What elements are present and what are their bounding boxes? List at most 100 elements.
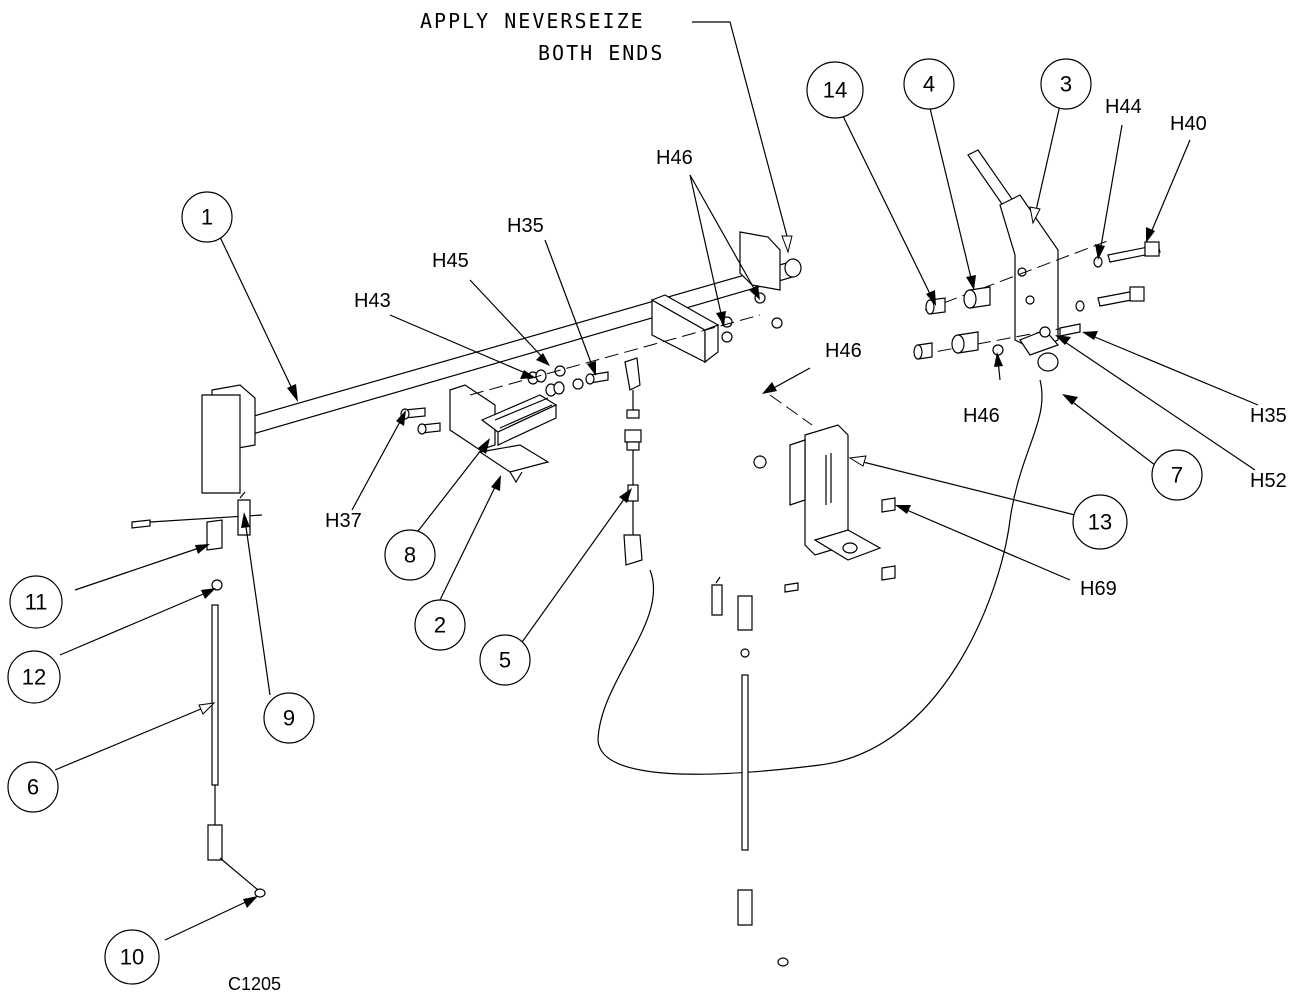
leader-14-arrow: [926, 290, 936, 306]
label-h46-mid: H46: [825, 340, 862, 362]
label-h69: H69: [1080, 578, 1117, 600]
balloon-12-label: 12: [22, 665, 46, 690]
leader-h37-arrow: [396, 410, 406, 426]
label-h40: H40: [1170, 113, 1207, 135]
leader-14: [839, 109, 933, 299]
balloon-4-label: 4: [923, 72, 935, 97]
leader-h46b: [769, 367, 811, 391]
leader-11: [74, 546, 203, 591]
leader-3-arrow: [1029, 206, 1041, 225]
label-h45: H45: [432, 250, 469, 272]
leader-h43-arrow: [520, 370, 536, 379]
balloon-11: [9, 575, 63, 629]
balloon-9-label: 9: [283, 706, 295, 731]
leader-6-arrow: [198, 702, 216, 715]
leader-h46a-1: [689, 174, 723, 319]
leader-h44: [1099, 124, 1123, 253]
leader-3: [1034, 104, 1061, 216]
leader-h40: [1149, 139, 1191, 236]
leader-h52: [1061, 339, 1256, 471]
label-h35-left: H35: [507, 215, 544, 237]
leader-h69-arrow: [895, 505, 911, 514]
balloon-4: [903, 58, 955, 110]
balloon-8-label: 8: [404, 543, 416, 568]
cable-assembly: [597, 357, 1043, 775]
label-h44: H44: [1105, 96, 1142, 118]
balloon-2-label: 2: [434, 613, 446, 638]
balloon-9: [263, 692, 315, 744]
balloon-14-label: 14: [823, 78, 847, 103]
leader-5-arrow: [619, 488, 632, 503]
leader-h46a-2: [689, 174, 757, 293]
note-arrowhead: [781, 235, 793, 254]
lower-bracket: [753, 394, 896, 581]
label-h35-right: H35: [1250, 405, 1287, 427]
label-h37: H37: [325, 510, 362, 532]
balloon-7-label: 7: [1171, 463, 1183, 488]
balloon-5-label: 5: [499, 648, 511, 673]
balloon-6: [7, 761, 59, 813]
note-leader: [692, 21, 789, 241]
leader-7-arrow: [1062, 394, 1078, 405]
leader-h46c-arrow: [994, 352, 1003, 367]
leader-h40-arrow: [1146, 227, 1155, 243]
leader-11-arrow: [195, 544, 210, 554]
label-h43: H43: [354, 290, 391, 312]
leader-13-arrow: [848, 455, 867, 467]
leader-h37: [351, 417, 403, 511]
label-h46-right: H46: [963, 405, 1000, 427]
leader-h44-arrow: [1095, 244, 1105, 260]
leader-10: [164, 899, 251, 941]
balloon-6-label: 6: [27, 775, 39, 800]
balloon-10: [104, 929, 160, 985]
leader-h45-arrow: [536, 353, 550, 366]
drawing-id: C1205: [228, 974, 281, 993]
leader-12-arrow: [201, 588, 216, 599]
balloon-10-label: 10: [120, 945, 144, 970]
left-linkage: [131, 491, 266, 898]
balloon-3: [1040, 58, 1092, 110]
leader-9-arrow: [241, 512, 250, 528]
balloon-11-label: 11: [25, 590, 48, 615]
shaft-left-plate: [201, 394, 241, 494]
note-line-2: BOTH ENDS: [538, 41, 664, 65]
leader-h43: [389, 314, 531, 376]
leader-7: [1069, 399, 1156, 466]
leader-h35a: [544, 239, 594, 369]
leader-1: [219, 236, 296, 396]
leader-8-arrow: [478, 438, 490, 454]
leader-9: [244, 519, 271, 696]
balloon-1: [181, 191, 233, 243]
leader-h45: [469, 279, 546, 361]
leader-h69: [901, 507, 1071, 581]
note-line-1: APPLY NEVERSEIZE: [420, 9, 645, 33]
leader-h35a-arrow: [587, 361, 596, 376]
leader-h35b-arrow: [1082, 331, 1098, 340]
leader-h46a-2-arrow: [749, 285, 760, 300]
center-bracket: [650, 294, 720, 364]
right-hardware: [913, 241, 1161, 360]
balloon-2: [414, 599, 466, 651]
center-linkage: [711, 576, 799, 967]
leader-10-arrow: [243, 896, 258, 908]
balloon-1-label: 1: [201, 205, 213, 230]
balloon-7: [1151, 449, 1203, 501]
label-h52: H52: [1250, 470, 1287, 492]
leader-1-arrow: [287, 384, 298, 402]
balloon-13: [1072, 494, 1128, 550]
leader-h46a-1-arrow: [716, 311, 726, 326]
label-h46-top: H46: [656, 147, 693, 169]
leader-2: [439, 482, 498, 601]
leader-h46b-arrow: [762, 382, 777, 394]
leader-4-arrow: [966, 275, 976, 290]
pedal-pad: [449, 384, 558, 484]
balloon-12: [7, 650, 61, 704]
leader-h52-arrow: [1055, 335, 1071, 345]
leader-13: [854, 459, 1076, 516]
leader-6: [54, 705, 209, 771]
balloon-13-label: 13: [1088, 510, 1112, 535]
leader-12: [59, 591, 209, 656]
leader-4: [927, 99, 973, 283]
